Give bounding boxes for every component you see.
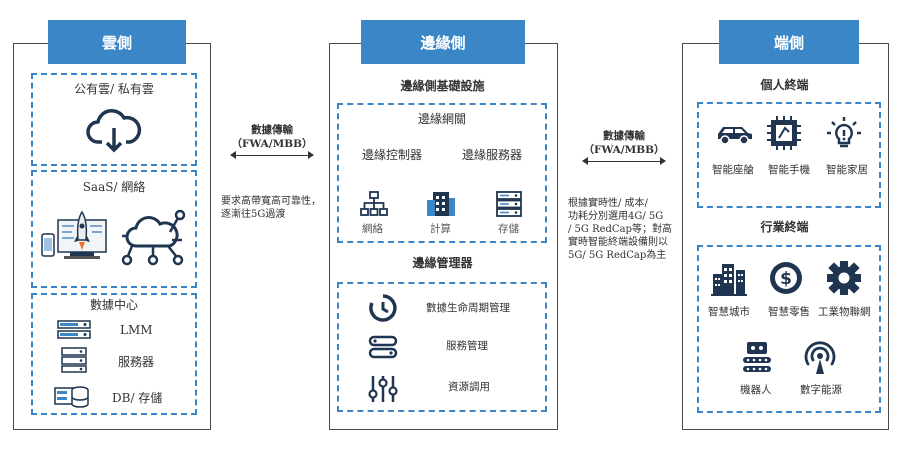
left-transfer-subtitle: （FWA/MBB） [231, 138, 313, 150]
server-rack-icon [57, 320, 91, 339]
cloud-header: 雲側 [48, 20, 186, 64]
left-transfer-title: 數據傳輸 [251, 124, 293, 136]
compute-building-icon [427, 192, 455, 216]
edge-infra-box [337, 103, 547, 243]
public-private-label: 公有雲/ 私有雲 [74, 82, 154, 96]
device-header: 端側 [719, 20, 859, 64]
smartphone-chip-icon [767, 116, 801, 150]
edge-server-label: 邊緣服務器 [462, 148, 523, 162]
saas-network-label: SaaS/ 網絡 [82, 180, 146, 194]
personal-terminal-title: 個人終端 [760, 78, 809, 92]
db-storage-label: DB/ 存儲 [112, 391, 163, 405]
right-transfer-subtitle: （FWA/MBB） [583, 144, 665, 156]
server-label: 服務器 [118, 355, 155, 369]
smart-retail-coin-icon: $ [770, 262, 802, 294]
industry-terminal-title: 行業終端 [760, 220, 809, 234]
edge-manager-box [337, 282, 547, 412]
digital-energy-label: 數字能源 [800, 384, 842, 396]
lifecycle-clock-icon [369, 294, 397, 322]
desktop-rocket-icon [41, 210, 107, 259]
edge-controller-label: 邊緣控制器 [362, 148, 423, 162]
industrial-iot-gear-icon [827, 261, 861, 295]
smartphone-label: 智能手機 [768, 164, 810, 176]
industrial-iot-label: 工業物聯網 [818, 306, 871, 318]
compute-label: 計算 [430, 223, 451, 235]
edge-column [329, 43, 558, 430]
right-transfer-title: 數據傳輸 [603, 130, 645, 142]
service-flow-icon [368, 335, 398, 359]
right-transfer-desc: 根據實時性/ 成本/ 功耗分別選用4G/ 5G / 5G RedCap等；對高 … [568, 198, 672, 261]
storage-label: 存儲 [498, 223, 519, 235]
lmm-label: LMM [120, 323, 153, 337]
network-label: 網絡 [362, 223, 383, 235]
smart-home-bulb-icon [827, 117, 861, 148]
service-management-label: 服務管理 [446, 340, 488, 352]
edge-header: 邊緣側 [361, 20, 525, 64]
cloud-network-icon [121, 209, 186, 266]
edge-infra-title: 邊緣側基礎設施 [400, 79, 485, 93]
storage-rack-icon [496, 191, 522, 217]
smart-city-icon [711, 264, 747, 296]
edge-gateway-label: 邊緣網關 [417, 112, 466, 126]
cloud-download-icon [86, 109, 142, 153]
smart-retail-label: 智慧零售 [768, 306, 810, 318]
lifecycle-label: 數據生命周期管理 [426, 302, 510, 314]
public-private-cloud-box [31, 73, 197, 166]
personal-terminal-box [697, 102, 881, 208]
robot-icon [743, 342, 771, 372]
smart-city-label: 智慧城市 [708, 306, 750, 318]
right-bidirectional-arrow [582, 157, 666, 165]
industry-terminal-box [697, 245, 881, 413]
resource-sliders-icon [368, 376, 398, 402]
network-topology-icon [360, 191, 388, 216]
data-center-label: 數據中心 [89, 298, 138, 312]
smart-home-label: 智能家居 [826, 164, 868, 176]
svg-text:$: $ [780, 269, 792, 289]
data-center-box [31, 293, 197, 415]
smart-cockpit-label: 智能座艙 [712, 164, 754, 176]
server-icon [61, 347, 87, 373]
car-icon [718, 127, 752, 145]
database-icon [54, 386, 89, 408]
robot-label: 機器人 [740, 384, 772, 396]
left-transfer-desc: 要求高帶寬高可靠性， 逐漸往5G過渡 [221, 196, 321, 220]
edge-manager-title: 邊緣管理器 [412, 256, 473, 270]
resource-call-label: 資源調用 [448, 381, 490, 393]
device-column [682, 43, 889, 430]
left-bidirectional-arrow [230, 151, 314, 159]
saas-network-box [31, 170, 197, 288]
digital-energy-icon [804, 341, 836, 374]
